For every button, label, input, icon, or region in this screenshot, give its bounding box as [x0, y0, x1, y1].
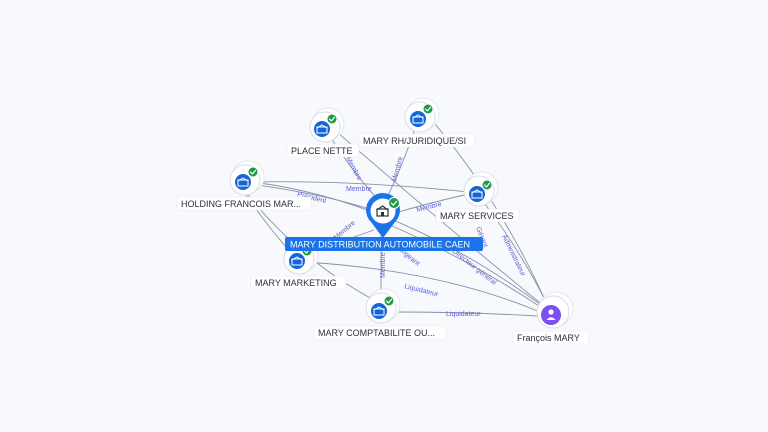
person-icon [546, 309, 556, 320]
verified-check-icon [481, 179, 493, 191]
edge-label-liquidateur-1: Liquidateur [404, 283, 440, 298]
edge-label-membre-placenette: Membre [344, 156, 362, 182]
building-icon [412, 114, 424, 124]
node-label-mary-comptabilite: MARY COMPTABILITE OU... [318, 328, 435, 338]
node-label-mary-services: MARY SERVICES [440, 211, 514, 221]
node-mary-rh[interactable]: MARY RH/JURIDIQUE/SI [358, 97, 476, 148]
edge-marketing-person [303, 261, 541, 313]
node-francois-mary[interactable]: François MARY [512, 291, 590, 345]
verified-check-icon [388, 197, 400, 209]
node-label-francois-mary: François MARY [517, 333, 580, 343]
verified-check-icon [383, 295, 395, 307]
edge-placenette-person [329, 125, 545, 307]
building-icon [237, 177, 249, 187]
verified-check-icon [422, 103, 434, 115]
building-icon [373, 306, 385, 316]
building-icon [291, 256, 303, 266]
edge-holding-person [251, 181, 549, 311]
node-mary-comptabilite[interactable]: MARY COMPTABILITE OU... [313, 288, 447, 340]
edge-label-membre-comptabilite: Membre [380, 252, 387, 278]
node-place-nette[interactable]: PLACE NETTE [286, 107, 360, 158]
edge-label-membre-holding: Membre [346, 186, 372, 193]
edge-label-directeur-general: Directeur général [451, 248, 498, 287]
node-center-mary-distribution[interactable]: MARY DISTRIBUTION AUTOMOBILE CAEN [285, 192, 483, 251]
edge-label-membre-maryrh: Membre [391, 156, 404, 183]
building-icon [316, 124, 328, 134]
edge-comptabilite-person [391, 311, 539, 317]
edge-label-liquidateur-2: Liquidateur [446, 311, 481, 318]
verified-check-icon [326, 113, 338, 125]
building-icon [471, 189, 483, 199]
edge-label-administrateur: Administrateur [500, 234, 526, 278]
node-mary-services[interactable]: MARY SERVICES [435, 171, 520, 223]
node-holding[interactable]: HOLDING FRANCOIS MAR... [176, 160, 312, 211]
node-label-mary-rh: MARY RH/JURIDIQUE/SI [363, 136, 466, 146]
node-label-place-nette: PLACE NETTE [291, 146, 353, 156]
edge-holding-services [249, 181, 479, 194]
node-label-holding: HOLDING FRANCOIS MAR... [181, 199, 301, 209]
verified-check-icon [247, 166, 259, 178]
center-node-label: MARY DISTRIBUTION AUTOMOBILE CAEN [290, 240, 470, 250]
edge-center-person-dg [389, 224, 543, 309]
building-icon [376, 205, 389, 217]
node-label-mary-marketing: MARY MARKETING [255, 278, 337, 288]
